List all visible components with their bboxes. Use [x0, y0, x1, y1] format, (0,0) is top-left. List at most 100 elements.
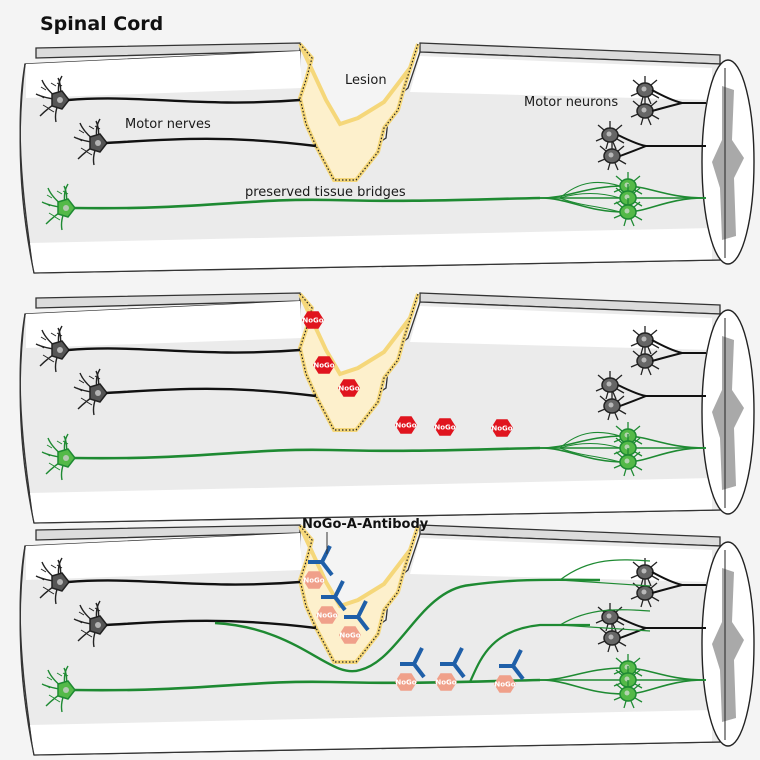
label-tissue-bridges: preserved tissue bridges	[245, 185, 406, 200]
dendrite-branch	[46, 676, 53, 681]
dendrite-branch	[48, 212, 55, 217]
nucleus	[624, 444, 630, 450]
antibody-icon	[308, 545, 334, 577]
motor-nerve-axon-2	[105, 137, 317, 148]
green-collateral-fine	[559, 192, 621, 199]
green-axon-bridge	[73, 196, 541, 210]
cord-highlight-top	[26, 533, 302, 580]
sprouting-branch	[559, 609, 651, 626]
nogo-label: NoGo	[435, 679, 456, 687]
nogo-label: NoGo	[491, 425, 512, 433]
nogo-label: NoGo	[313, 362, 334, 370]
dendrite-branch	[48, 694, 55, 699]
gray-matter-butterfly	[712, 86, 744, 240]
nogo-active-icon: NoGo	[302, 311, 324, 329]
motor-neuron-4	[597, 392, 627, 421]
dendrite-branch	[46, 444, 53, 449]
dendrite-branch	[50, 82, 57, 87]
nucleus	[624, 676, 630, 682]
nucleus	[624, 208, 630, 214]
antibody-arm	[511, 664, 525, 681]
dendrite-branch	[54, 216, 61, 221]
motor-neuron-axon-b	[617, 134, 706, 157]
antibody-arm	[452, 662, 466, 679]
nogo-hexagon	[395, 673, 417, 691]
antibody-icon	[344, 600, 370, 632]
antibody-arm	[320, 545, 332, 563]
nogo-label: NoGo	[434, 424, 455, 432]
nucleus	[63, 455, 69, 461]
nogo-label: NoGo	[395, 422, 416, 430]
dendrite-branch	[56, 332, 63, 337]
green-target-neuron-3	[613, 448, 643, 477]
motor-nerve-neuron-1	[35, 75, 70, 123]
green-target-neuron-3	[613, 198, 643, 227]
label-motor-nerves: Motor nerves	[125, 117, 211, 132]
green-interneuron	[41, 433, 76, 481]
motor-neuron-axon-b	[617, 616, 706, 639]
gray-matter-butterfly	[712, 336, 744, 490]
dendrite-branch	[38, 94, 45, 99]
nucleus	[641, 107, 647, 113]
dendrite-branch	[78, 611, 85, 616]
nogo-hexagon	[494, 675, 516, 693]
nucleus	[624, 458, 630, 464]
motor-nerve-neuron-1	[35, 557, 70, 605]
nogo-label: NoGo	[338, 385, 359, 393]
sprouting-branch	[559, 559, 651, 581]
motor-neuron-4	[597, 142, 627, 171]
nogo-active-icon: NoGo	[313, 356, 335, 374]
nucleus	[624, 432, 630, 438]
motor-nerve-axon-1	[67, 97, 301, 104]
nucleus	[606, 613, 612, 619]
nogo-active-icon: NoGo	[338, 379, 360, 397]
motor-neuron-3	[595, 121, 625, 150]
dendrite-branch	[46, 194, 53, 199]
antibody-arm	[333, 595, 347, 612]
dendrite-branch	[78, 129, 85, 134]
dendrite-branch	[42, 354, 49, 359]
label-lesion: Lesion	[345, 73, 387, 88]
dendrite-branch	[94, 125, 101, 130]
cord-bottom-edge	[33, 509, 721, 524]
nogo-blocked-icon: NoGo	[316, 606, 338, 624]
dendrite-branch	[86, 401, 93, 406]
nucleus	[624, 194, 630, 200]
dendrite-branch	[86, 633, 93, 638]
motor-nerve-neuron-2	[73, 600, 108, 648]
nucleus	[641, 336, 647, 342]
dendrite-branch	[44, 202, 51, 207]
nogo-active-icon: NoGo	[395, 416, 417, 434]
dendrite-branch	[76, 137, 83, 142]
nucleus	[606, 131, 612, 137]
cord-highlight-top	[26, 301, 302, 348]
nogo-hexagon	[316, 606, 338, 624]
dendrite-branch	[50, 564, 57, 569]
nucleus	[95, 622, 101, 628]
cord-highlight-bottom	[30, 478, 712, 523]
dendrite-branch	[44, 452, 51, 457]
motor-neuron-4	[597, 624, 627, 653]
nucleus	[608, 634, 614, 640]
motor-neuron-axon-b	[617, 384, 706, 407]
label-nogo-a-antibody: NoGo-A-Antibody	[302, 517, 429, 532]
nogo-hexagon	[491, 419, 513, 437]
motor-neuron-1	[630, 326, 660, 355]
motor-neuron-axon-a	[651, 89, 706, 112]
antibody-arm	[412, 647, 424, 665]
motor-nerve-neuron-2	[73, 118, 108, 166]
dendrite-branch	[76, 619, 83, 624]
sprouting-branch	[559, 624, 651, 632]
dendrite-branch	[40, 86, 47, 91]
nogo-label: NoGo	[494, 681, 515, 689]
dendrite-branch	[56, 564, 63, 569]
dendrite-branch	[38, 344, 45, 349]
dendrite-branch	[54, 698, 61, 703]
nogo-label: NoGo	[339, 632, 360, 640]
dendrite-branch	[54, 466, 61, 471]
green-interneuron	[41, 183, 76, 231]
dendrite-branch	[48, 108, 55, 113]
nucleus	[624, 664, 630, 670]
